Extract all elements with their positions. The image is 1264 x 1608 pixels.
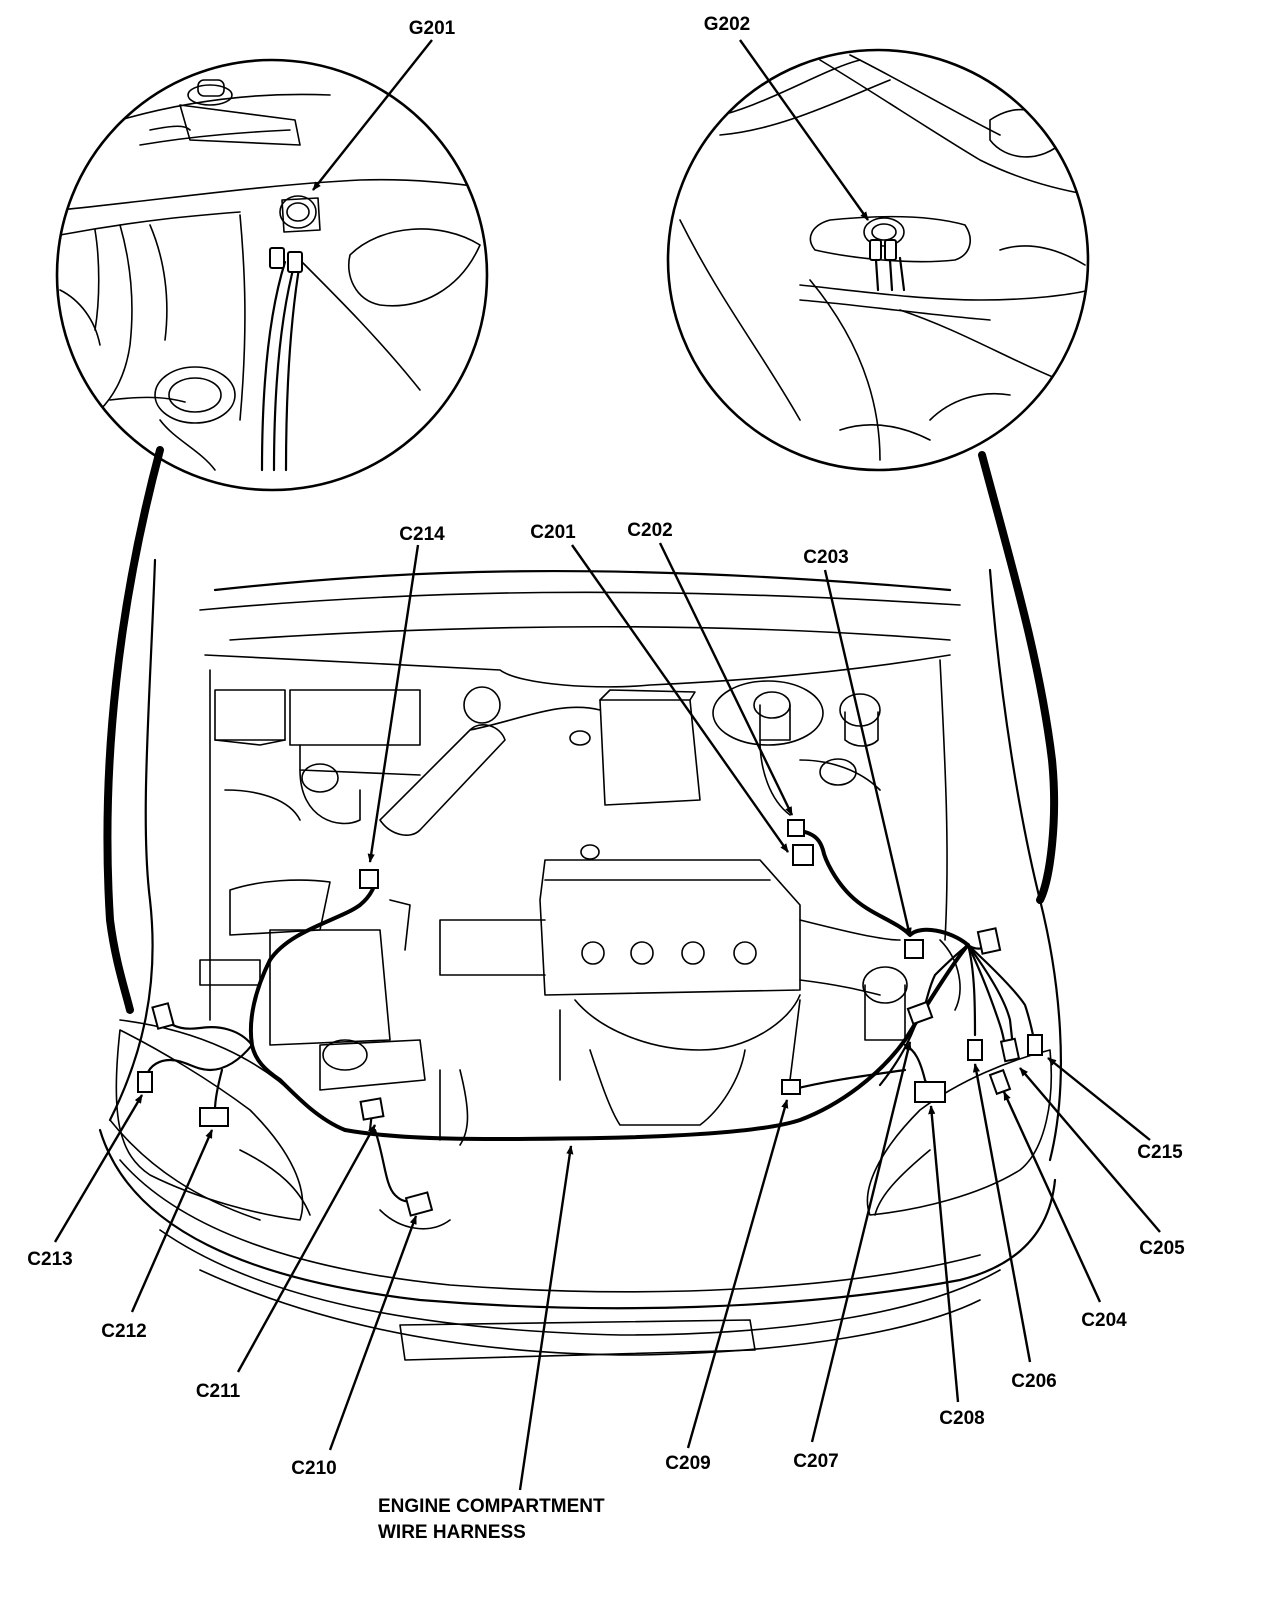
left-ground-eyelet[interactable] [151, 1002, 175, 1030]
labels: G201 G202 C201 C202 C203 C204 C205 C206 … [27, 14, 1185, 1543]
c204-connector[interactable] [988, 1068, 1012, 1096]
engine-bay-illustration [98, 558, 1062, 1361]
harness-caption-line1: ENGINE COMPARTMENT [378, 1496, 605, 1517]
c207-connector[interactable] [906, 1000, 934, 1026]
c213-connector[interactable] [137, 1071, 153, 1093]
harness-caption-line2: WIRE HARNESS [378, 1522, 526, 1543]
connector-symbols [137, 819, 1043, 1217]
label-g201: G201 [409, 18, 456, 39]
c212-connector[interactable] [199, 1107, 229, 1127]
c203-connector[interactable] [904, 939, 924, 959]
label-g202: G202 [704, 14, 750, 35]
c209-connector[interactable] [781, 1079, 801, 1095]
label-c213: C213 [27, 1249, 72, 1270]
label-c202: C202 [627, 520, 672, 541]
label-c212: C212 [101, 1321, 146, 1342]
label-c206: C206 [1011, 1371, 1056, 1392]
label-c205: C205 [1139, 1238, 1185, 1259]
c211-connector[interactable] [359, 1097, 385, 1121]
label-c209: C209 [665, 1453, 710, 1474]
label-c204: C204 [1081, 1310, 1127, 1331]
c208-connector[interactable] [914, 1081, 946, 1103]
right-leader-bar [978, 451, 1059, 904]
label-c214: C214 [399, 524, 445, 545]
label-c207: C207 [793, 1451, 838, 1472]
c205-connector[interactable] [999, 1037, 1021, 1063]
right-ground-eyelet[interactable] [976, 927, 1002, 955]
leader-lines [53, 39, 1161, 1491]
label-c210: C210 [291, 1458, 336, 1479]
c206-connector[interactable] [967, 1039, 983, 1061]
label-c211: C211 [196, 1381, 241, 1402]
c210-connector[interactable] [404, 1191, 434, 1217]
detail-circle-g201 [55, 58, 489, 492]
detail-circle-g202 [666, 48, 1090, 472]
c215-connector[interactable] [1027, 1034, 1043, 1056]
c214-connector[interactable] [359, 869, 379, 889]
label-c208: C208 [939, 1408, 984, 1429]
c202-connector[interactable] [787, 819, 805, 837]
label-c203: C203 [803, 547, 848, 568]
c201-connector[interactable] [792, 844, 814, 866]
label-c215: C215 [1137, 1142, 1183, 1163]
label-c201: C201 [530, 522, 576, 543]
left-leader-bar [103, 446, 164, 1014]
